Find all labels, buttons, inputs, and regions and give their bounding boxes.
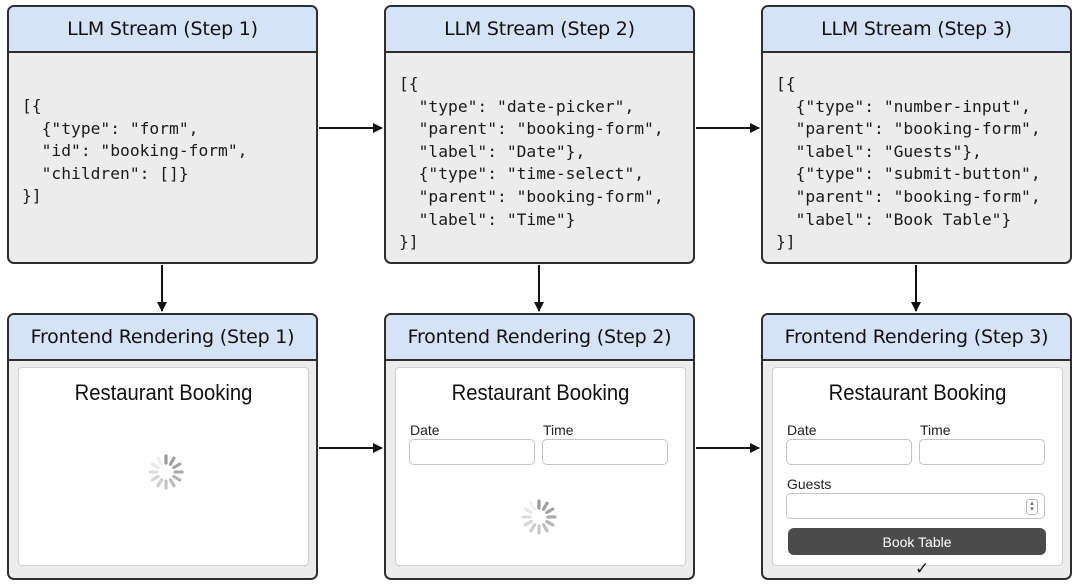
frontend-rendering-panel-step-3: Frontend Rendering (Step 3) Restaurant B… xyxy=(761,313,1072,580)
rendered-form: Restaurant Booking xyxy=(18,367,309,566)
llm-stream-panel-step-3: LLM Stream (Step 3) [{ {"type": "number-… xyxy=(761,5,1072,264)
date-label: Date xyxy=(410,422,440,438)
guests-number-input[interactable]: ▴▾ xyxy=(786,493,1045,519)
time-select[interactable] xyxy=(919,439,1045,465)
panel-header: Frontend Rendering (Step 2) xyxy=(386,315,693,361)
date-input[interactable] xyxy=(786,439,912,465)
time-label: Time xyxy=(543,422,574,438)
llm-stream-panel-step-2: LLM Stream (Step 2) [{ "type": "date-pic… xyxy=(384,5,695,264)
date-input[interactable] xyxy=(409,439,535,465)
llm-stream-panel-step-1: LLM Stream (Step 1) [{ {"type": "form", … xyxy=(7,5,318,264)
form-title: Restaurant Booking xyxy=(828,380,1007,405)
stepper-arrows-icon[interactable]: ▴▾ xyxy=(1026,499,1038,515)
loading-spinner-icon xyxy=(521,499,557,535)
stream-code: [{ {"type": "number-input", "parent": "b… xyxy=(776,74,1041,252)
frontend-rendering-panel-step-1: Frontend Rendering (Step 1) Restaurant B… xyxy=(7,313,318,580)
form-title: Restaurant Booking xyxy=(451,380,630,405)
panel-header: LLM Stream (Step 2) xyxy=(386,7,693,53)
book-table-button[interactable]: Book Table xyxy=(788,528,1046,555)
guests-label: Guests xyxy=(787,476,832,492)
panel-header: LLM Stream (Step 3) xyxy=(763,7,1070,53)
stream-code: [{ {"type": "form", "id": "booking-form"… xyxy=(22,96,248,206)
panel-header: LLM Stream (Step 1) xyxy=(9,7,316,53)
time-select[interactable] xyxy=(542,439,668,465)
stream-code: [{ "type": "date-picker", "parent": "boo… xyxy=(399,74,664,252)
loading-spinner-icon xyxy=(148,454,184,490)
panel-header: Frontend Rendering (Step 3) xyxy=(763,315,1070,361)
date-label: Date xyxy=(787,422,817,438)
rendered-form: Restaurant Booking Date Time xyxy=(395,367,686,566)
frontend-rendering-panel-step-2: Frontend Rendering (Step 2) Restaurant B… xyxy=(384,313,695,580)
form-title: Restaurant Booking xyxy=(74,380,253,405)
rendered-form: Restaurant Booking Date Time Guests ▴▾ B… xyxy=(772,367,1063,578)
time-label: Time xyxy=(920,422,951,438)
check-icon: ✓ xyxy=(915,559,930,579)
panel-header: Frontend Rendering (Step 1) xyxy=(9,315,316,361)
